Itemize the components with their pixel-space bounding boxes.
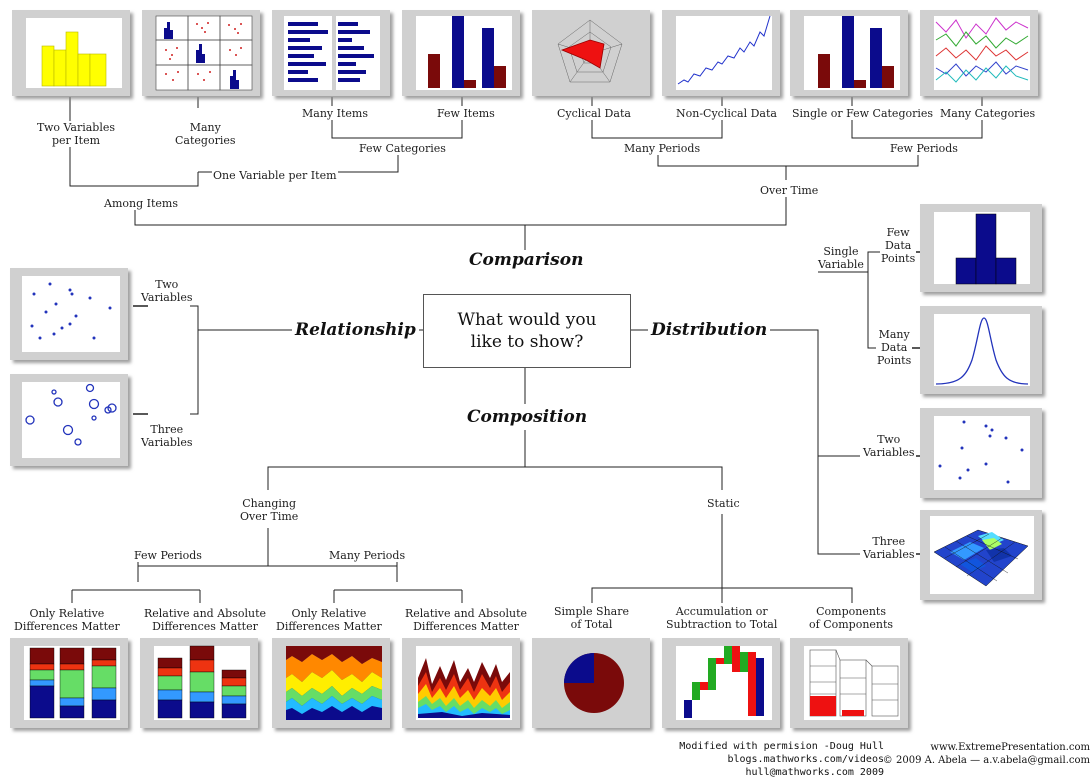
comparison-heading: Comparison [466, 250, 587, 270]
bubble-chart-icon [10, 374, 128, 466]
composition-heading: Composition [464, 407, 591, 427]
center-question: What would you like to show? [457, 310, 597, 352]
label-accumulation: Accumulation or Subtraction to Total [665, 605, 779, 631]
column-chart-over-time-icon [790, 10, 908, 96]
label-many-data-points: Many Data Points [876, 328, 913, 367]
label-single-or-few-categories: Single or Few Categories [791, 107, 935, 120]
center-question-box: What would you like to show? [423, 294, 631, 368]
label-static: Static [706, 497, 741, 510]
label-over-time: Over Time [759, 184, 820, 197]
label-one-variable-per-item: One Variable per Item [212, 169, 338, 182]
horizontal-bar-chart-icon [272, 10, 390, 96]
label-many-items: Many Items [301, 107, 369, 120]
scatter-distribution-icon [920, 408, 1042, 498]
label-few-categories: Few Categories [358, 142, 447, 155]
relationship-heading: Relationship [292, 320, 419, 340]
scatter-matrix-icon [142, 10, 260, 96]
label-composition-few-periods: Few Periods [133, 549, 203, 562]
label-distribution-three-variables: Three Variables [862, 535, 916, 561]
label-few-periods: Few Periods [889, 142, 959, 155]
label-relative-absolute-few: Relative and Absolute Differences Matter [143, 607, 267, 633]
label-few-data-points: Few Data Points [880, 226, 917, 265]
label-composition-many-periods: Many Periods [328, 549, 407, 562]
label-relationship-three-variables: Three Variables [140, 423, 194, 449]
credit-extreme-presentation: www.ExtremePresentation.com © 2009 A. Ab… [882, 742, 1090, 766]
label-simple-share: Simple Share of Total [553, 605, 630, 631]
scatter-plot-icon [10, 268, 128, 360]
radar-chart-icon [532, 10, 650, 96]
waterfall-chart-icon [662, 638, 780, 728]
connector-lines [69, 97, 983, 648]
distribution-heading: Distribution [648, 320, 771, 340]
stacked-column-icon [140, 638, 258, 728]
label-many-periods: Many Periods [623, 142, 702, 155]
stacked-100-components-icon [790, 638, 908, 728]
credit-mathworks: Modified with permision -Doug Hull blogs… [679, 741, 884, 778]
pie-chart-icon [532, 638, 650, 728]
label-components: Components of Components [808, 605, 895, 631]
stacked-100-column-icon [10, 638, 128, 728]
label-two-variables-per-item: Two Variables per Item [36, 121, 117, 147]
label-changing-over-time: Changing Over Time [239, 497, 300, 523]
label-non-cyclical-data: Non-Cyclical Data [675, 107, 778, 120]
stacked-area-icon [402, 638, 520, 728]
label-relationship-two-variables: Two Variables [140, 278, 194, 304]
label-only-relative-many: Only Relative Differences Matter [275, 607, 383, 633]
label-distribution-two-variables: Two Variables [862, 433, 916, 459]
label-cyclical-data: Cyclical Data [556, 107, 632, 120]
histogram-icon [920, 204, 1042, 292]
label-few-items: Few Items [436, 107, 496, 120]
multi-line-chart-icon [920, 10, 1038, 96]
label-relative-absolute-many: Relative and Absolute Differences Matter [404, 607, 528, 633]
stacked-100-area-icon [272, 638, 390, 728]
surface-3d-icon [920, 510, 1042, 600]
column-chart-few-items-icon [402, 10, 520, 96]
label-many-categories-over-time: Many Categories [939, 107, 1037, 120]
label-many-categories: Many Categories [174, 121, 237, 147]
label-single-variable: Single Variable [817, 245, 865, 271]
normal-curve-icon [920, 306, 1042, 394]
label-only-relative-few: Only Relative Differences Matter [13, 607, 121, 633]
label-among-items: Among Items [103, 197, 179, 210]
line-chart-icon [662, 10, 780, 96]
yellow-bar-histogram-icon [12, 10, 130, 96]
